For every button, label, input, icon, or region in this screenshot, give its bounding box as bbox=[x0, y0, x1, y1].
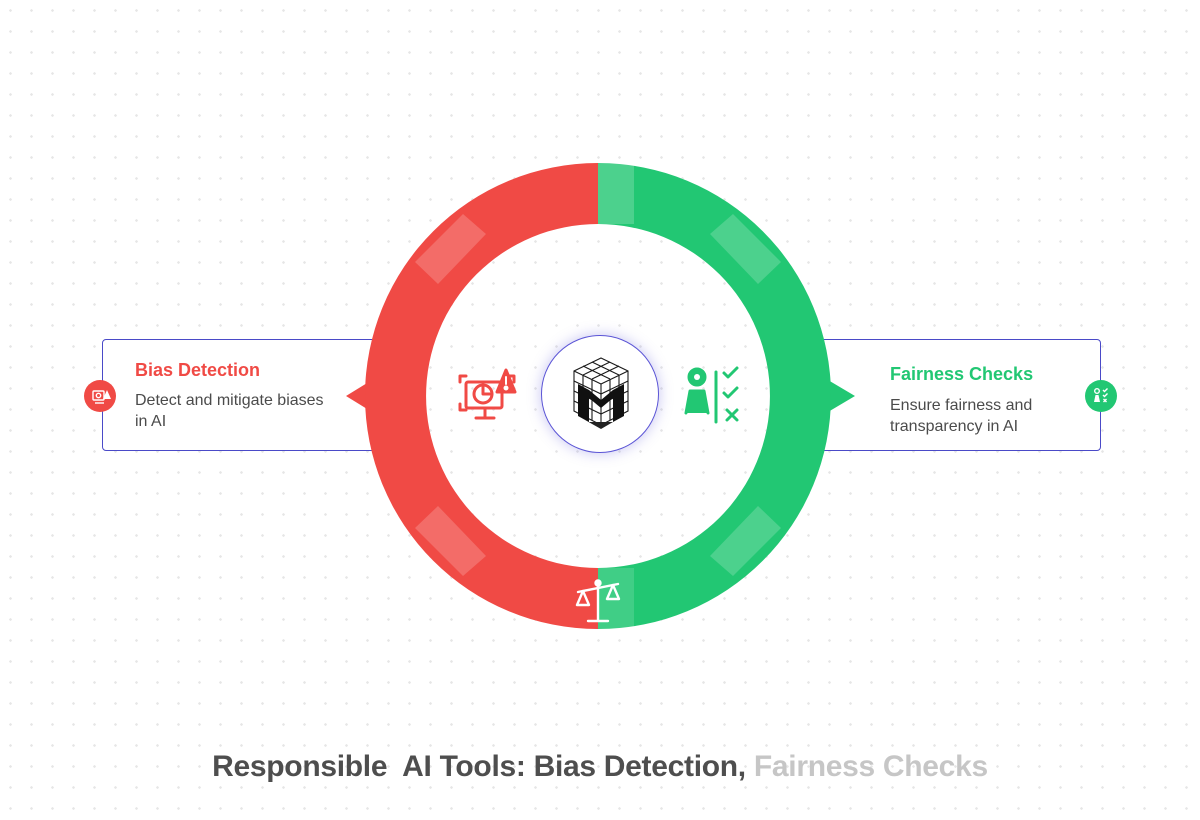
footer-title-part1: Responsible AI Tools: Bias Detection bbox=[212, 750, 738, 783]
ring-right-half bbox=[598, 163, 831, 629]
bias-detection-icon bbox=[458, 368, 517, 420]
fairness-checks-description: Ensure fairness and transparency in AI bbox=[890, 397, 1033, 435]
ring-left-half bbox=[365, 163, 598, 629]
logo-cube-icon bbox=[573, 357, 629, 429]
center-logo bbox=[541, 335, 659, 453]
footer-title-part2: Fairness Checks bbox=[745, 750, 988, 783]
balance-scale-icon bbox=[575, 579, 621, 623]
bias-detection-description: Detect and mitigate biases in AI bbox=[135, 392, 324, 430]
footer-title: Responsible AI Tools: Bias Detection, Fa… bbox=[0, 750, 1200, 784]
fairness-check-icon bbox=[684, 366, 739, 424]
fairness-badge-icon bbox=[1085, 380, 1117, 412]
footer-title-separator: , bbox=[737, 750, 746, 783]
bias-detection-title: Bias Detection bbox=[135, 360, 261, 380]
right-pointer bbox=[828, 380, 855, 412]
fairness-checks-title: Fairness Checks bbox=[890, 364, 1034, 384]
bias-badge-icon bbox=[84, 380, 116, 412]
